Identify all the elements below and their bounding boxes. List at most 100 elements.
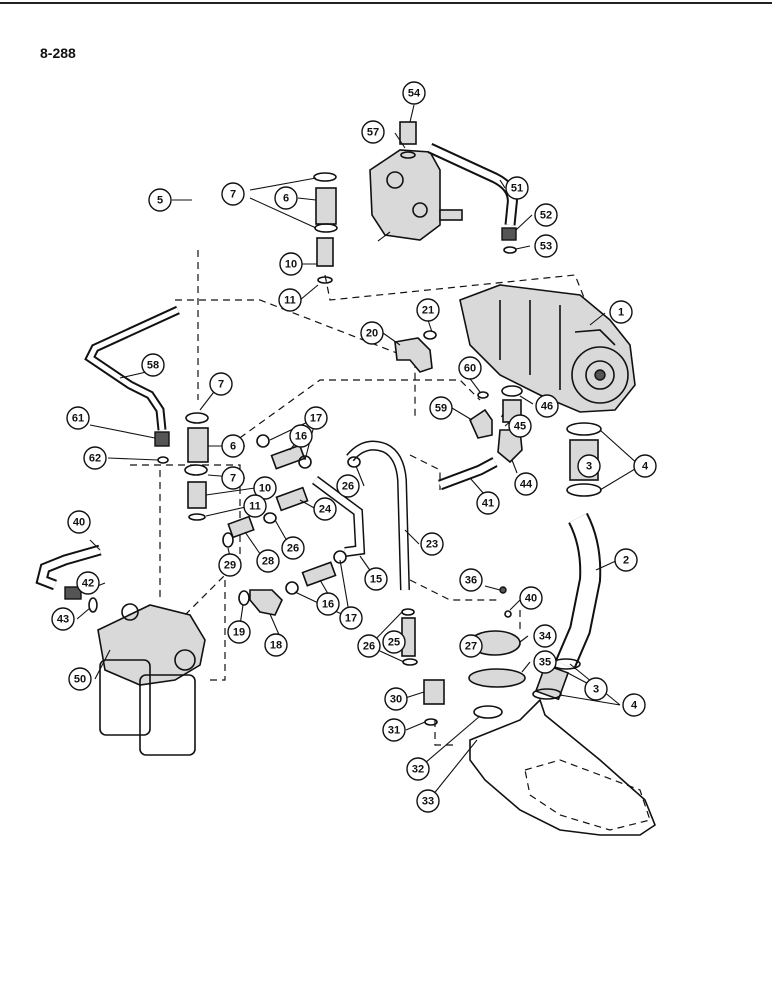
callout-label: 45 (514, 421, 526, 433)
o-ring-11-upper (317, 276, 333, 284)
callout-label: 26 (342, 481, 354, 493)
callout-label: 60 (464, 363, 476, 375)
callout-26: 26 (281, 536, 305, 560)
callout-circle (68, 667, 92, 691)
callout-circle (476, 491, 500, 515)
screen-34 (468, 668, 526, 688)
callout-circle (534, 234, 558, 258)
callout-label: 24 (319, 504, 332, 516)
callout-30: 30 (384, 687, 408, 711)
callout-label: 19 (233, 627, 245, 639)
callout-27: 27 (459, 634, 483, 658)
callout-label: 16 (322, 599, 334, 611)
hose-16-a (270, 444, 306, 470)
hydraulic-pump (459, 284, 636, 413)
routing-lines (130, 250, 586, 746)
callout-label: 51 (511, 183, 523, 195)
o-ring-11-left (188, 513, 206, 521)
filter-assembly (97, 603, 206, 756)
hose-24 (275, 486, 309, 512)
callout-3: 3 (584, 677, 608, 701)
callout-label: 41 (482, 498, 494, 510)
callout-42: 42 (76, 571, 100, 595)
callout-circle (534, 203, 558, 227)
callout-circle (243, 494, 267, 518)
callout-51: 51 (505, 176, 529, 200)
callout-circle (83, 446, 107, 470)
callout-label: 3 (593, 684, 599, 696)
callout-62: 62 (83, 446, 107, 470)
callout-40: 40 (519, 586, 543, 610)
elbow-fitting-20 (394, 337, 433, 373)
callout-circle (533, 624, 557, 648)
callout-label: 34 (539, 631, 552, 643)
callout-circle (577, 454, 601, 478)
callout-54: 54 (402, 81, 426, 105)
callout-label: 46 (541, 401, 553, 413)
callout-label: 21 (422, 305, 434, 317)
callout-29: 29 (218, 553, 242, 577)
callout-label: 53 (540, 241, 552, 253)
fitting-41 (64, 586, 82, 600)
callout-label: 15 (370, 574, 382, 586)
callout-label: 30 (390, 694, 402, 706)
callout-circle (505, 176, 529, 200)
callout-circle (281, 536, 305, 560)
o-ring-42 (88, 597, 98, 613)
o-ring-54 (400, 151, 416, 159)
callout-circle (609, 300, 633, 324)
callout-label: 7 (230, 473, 236, 485)
callout-label: 62 (89, 453, 101, 465)
callout-circle (416, 789, 440, 813)
callout-circle (357, 634, 381, 658)
callout-34: 34 (533, 624, 557, 648)
o-ring-28 (222, 532, 234, 548)
callout-18: 18 (264, 633, 288, 657)
callout-label: 28 (262, 556, 274, 568)
callout-label: 42 (82, 578, 94, 590)
callout-41: 41 (476, 491, 500, 515)
callout-19: 19 (227, 620, 251, 644)
clamp-26-lower (402, 658, 418, 666)
callout-circle (364, 567, 388, 591)
callout-circle (221, 434, 245, 458)
callout-53: 53 (534, 234, 558, 258)
callout-label: 32 (412, 764, 424, 776)
callout-label: 11 (284, 295, 296, 307)
callout-23: 23 (420, 532, 444, 556)
callout-label: 6 (230, 441, 236, 453)
callout-label: 7 (218, 379, 224, 391)
callout-46: 46 (535, 394, 559, 418)
callout-label: 31 (388, 725, 400, 737)
callout-circle (429, 396, 453, 420)
callout-circle (209, 372, 233, 396)
callout-label: 61 (72, 413, 84, 425)
o-ring-52 (503, 246, 517, 254)
clamp-26-upper (401, 608, 415, 616)
fitting-10-left (187, 481, 207, 509)
callout-circle (221, 466, 245, 490)
callout-40: 40 (67, 510, 91, 534)
callout-circle (336, 474, 360, 498)
callout-label: 25 (388, 637, 400, 649)
callout-circle (141, 353, 165, 377)
callout-7: 7 (221, 182, 245, 206)
callout-circle (256, 549, 280, 573)
clamp-upper-b (314, 223, 338, 233)
callout-label: 16 (295, 431, 307, 443)
callout-6: 6 (274, 186, 298, 210)
screw-35 (499, 586, 507, 594)
callout-circle (360, 321, 384, 345)
callout-58: 58 (141, 353, 165, 377)
callout-31: 31 (382, 718, 406, 742)
callout-6: 6 (221, 434, 245, 458)
reservoir-tank (469, 698, 656, 836)
callout-7: 7 (209, 372, 233, 396)
callout-label: 58 (147, 360, 159, 372)
callout-label: 10 (285, 259, 297, 271)
callout-2: 2 (614, 548, 638, 572)
callout-label: 4 (631, 700, 638, 712)
callout-label: 23 (426, 539, 438, 551)
